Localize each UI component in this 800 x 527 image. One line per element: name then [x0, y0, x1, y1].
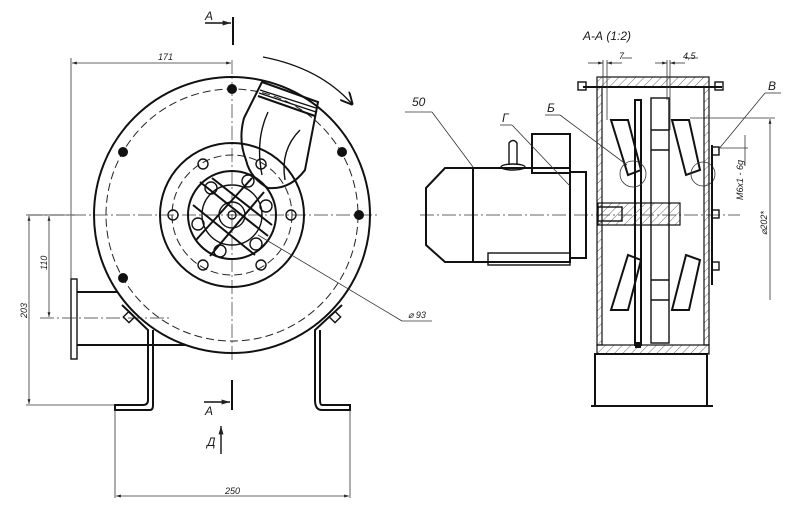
- rotation-arrow-icon: [262, 56, 352, 104]
- dimension-4-5: 4,5: [655, 51, 698, 130]
- detail-v-label: В: [768, 79, 776, 93]
- front-view: А А Д 171 203 110: [19, 9, 432, 498]
- detail-b-label: Б: [547, 101, 555, 115]
- outer-bolts: [118, 84, 364, 283]
- section-label-top: А: [204, 9, 213, 23]
- dim-110-label: 110: [39, 256, 49, 270]
- dim-250-label: 250: [224, 486, 240, 496]
- view-arrow: Д: [205, 426, 224, 454]
- dim-171-label: 171: [158, 52, 173, 62]
- callout-v: В: [717, 79, 781, 151]
- outlet-pipe: [40, 278, 185, 360]
- inlet-pipe: [240, 80, 320, 190]
- bolt: [118, 147, 128, 157]
- callout-b: Б: [545, 101, 628, 166]
- callout-50: 50: [405, 95, 474, 168]
- bolt: [227, 84, 237, 94]
- hole-spec-label: ⌀ 93: [408, 310, 426, 320]
- motor: [425, 133, 587, 266]
- dimension-203: 203: [19, 214, 115, 406]
- callout-g: Г: [500, 111, 571, 187]
- bolt: [337, 147, 347, 157]
- cover-bolts: [711, 145, 720, 285]
- inner-bolts: [167, 158, 297, 271]
- housing-outer-circle: [93, 76, 371, 354]
- dimension-202: ⌀202*: [690, 117, 775, 300]
- impeller: [187, 170, 277, 260]
- view-arrow-label: Д: [205, 435, 216, 449]
- dimension-171: 171: [70, 52, 231, 279]
- section-label-bottom: А: [204, 404, 213, 418]
- detail-g-label: Г: [502, 111, 510, 125]
- impellers: [597, 97, 716, 344]
- inner-bolt-circle: [171, 154, 293, 276]
- section-marker-bottom: А: [204, 380, 233, 418]
- section-view: А-А (1:2): [405, 29, 781, 407]
- dimension-7: 7: [588, 51, 632, 120]
- dim-203-label: 203: [19, 303, 29, 319]
- motor-size-label: 50: [412, 95, 426, 109]
- bolt: [118, 273, 128, 283]
- bolt: [354, 210, 364, 220]
- port-diameter-label: ⌀202*: [759, 211, 769, 235]
- dim-4-5-label: 4,5: [683, 51, 697, 61]
- section-marker-top: А: [204, 9, 234, 45]
- thread-callout: M6x1 - 6g: [718, 135, 748, 200]
- section-title: А-А (1:2): [582, 29, 631, 43]
- dimension-110: 110: [39, 216, 51, 317]
- inner-flange: [159, 142, 305, 288]
- dimension-250: 250: [114, 410, 351, 498]
- thread-label: M6x1 - 6g: [735, 160, 745, 200]
- dim-7-label: 7: [619, 51, 625, 61]
- hole-callout: ⌀ 93: [257, 234, 432, 322]
